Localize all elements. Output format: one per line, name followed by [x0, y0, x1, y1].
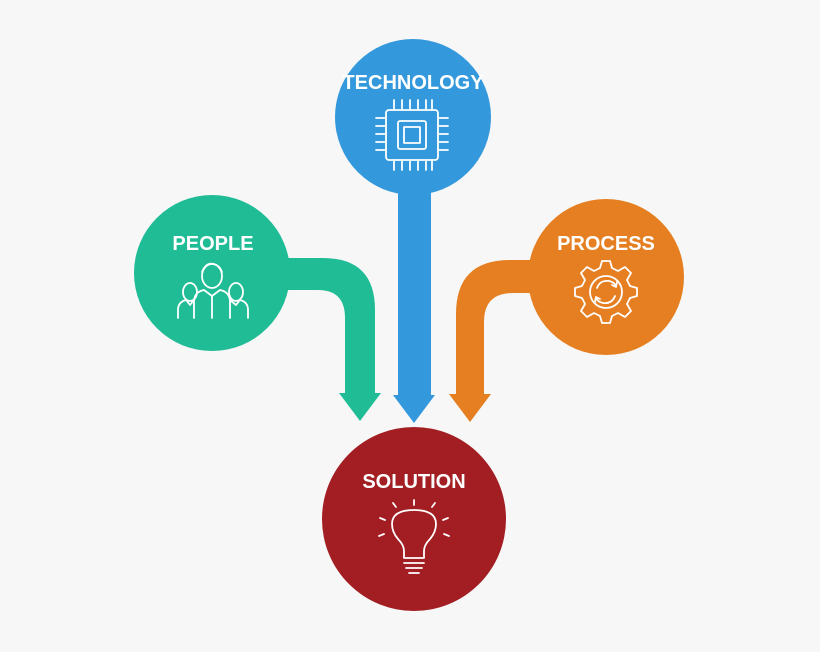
arrow-people-to-solution	[280, 258, 381, 421]
node-people-circle	[134, 195, 290, 351]
gear-cycle-icon	[574, 260, 638, 324]
arrow-technology-to-solution	[393, 176, 435, 423]
team-people-icon	[177, 262, 249, 319]
cpu-chip-icon	[375, 99, 449, 171]
arrow-technology-shaft	[398, 176, 431, 398]
arrow-process-head	[449, 394, 491, 422]
lightbulb-icon	[378, 499, 450, 574]
node-people-label: PEOPLE	[172, 233, 253, 255]
arrow-technology-head	[393, 395, 435, 423]
arrow-process-shaft	[456, 260, 540, 396]
node-solution: SOLUTION	[322, 427, 506, 611]
node-solution-label: SOLUTION	[362, 471, 465, 493]
node-process-circle	[528, 199, 684, 355]
node-technology-circle	[335, 39, 491, 195]
arrow-process-to-solution	[449, 260, 540, 422]
node-technology: TECHNOLOGY	[335, 39, 491, 195]
node-technology-label: TECHNOLOGY	[342, 72, 484, 94]
node-process: PROCESS	[528, 199, 684, 355]
node-process-label: PROCESS	[557, 233, 655, 255]
arrow-people-shaft	[280, 258, 375, 395]
node-people: PEOPLE	[134, 195, 290, 351]
arrow-people-head	[339, 393, 381, 421]
node-solution-circle	[322, 427, 506, 611]
